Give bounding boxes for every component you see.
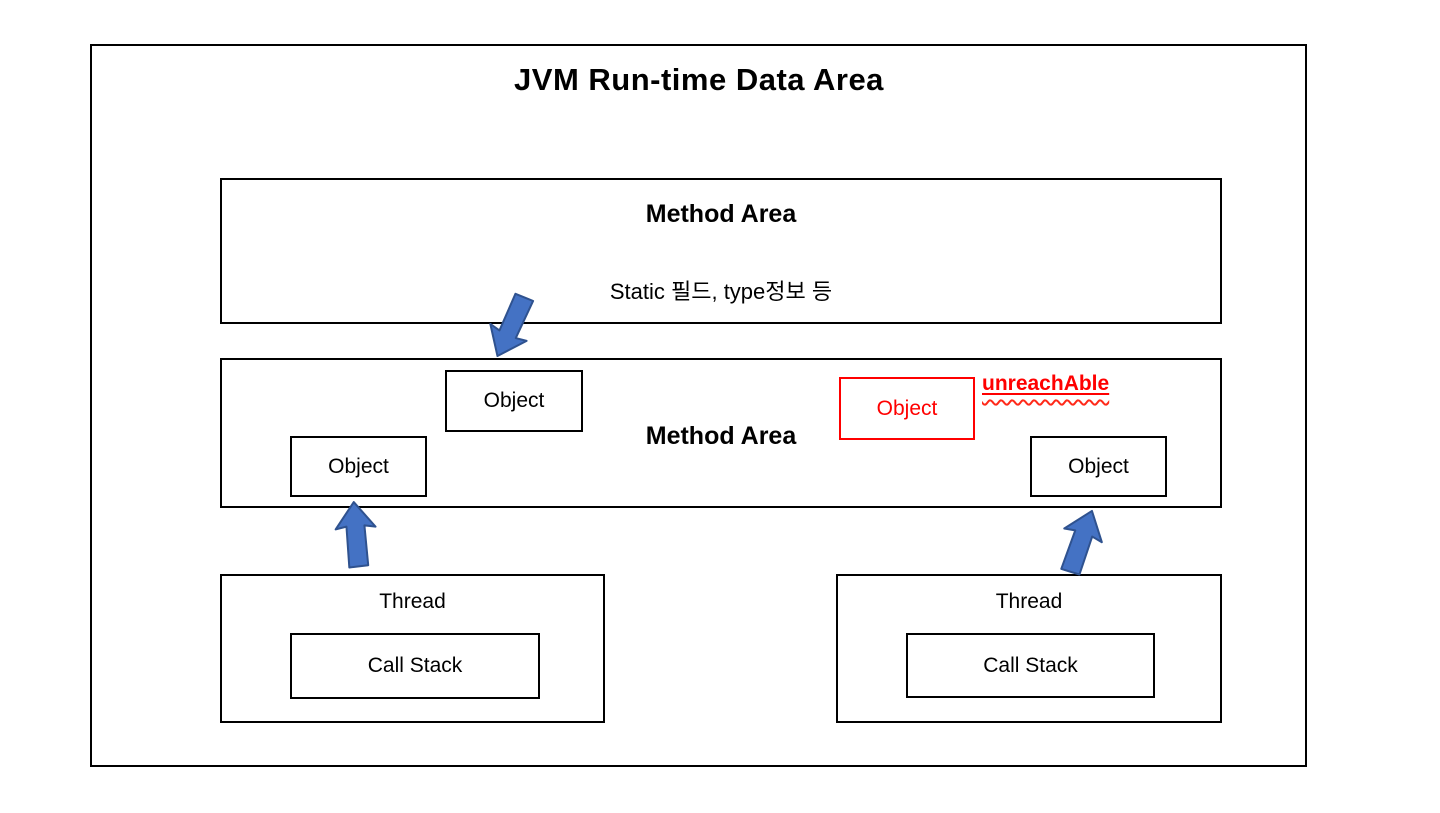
object-box-top-label: Object xyxy=(483,389,545,412)
object-box-left: Object xyxy=(290,436,427,497)
down-arrow-icon xyxy=(477,287,546,367)
up-arrow-left-icon xyxy=(332,499,381,570)
thread-box-left: Thread Call Stack xyxy=(220,574,605,723)
call-stack-left-label: Call Stack xyxy=(367,654,463,677)
object-box-left-label: Object xyxy=(328,454,389,478)
method-area-label: Method Area xyxy=(645,200,797,228)
heap-area-box: Method Area Object Object Object Object … xyxy=(220,358,1222,508)
call-stack-right-label: Call Stack xyxy=(983,653,1078,677)
object-box-right: Object xyxy=(1030,436,1167,497)
object-box-unreachable-label: Object xyxy=(876,396,938,420)
unreachable-annotation-text: unreachAble xyxy=(982,372,1110,395)
thread-box-right: Thread Call Stack xyxy=(836,574,1222,723)
up-arrow-right-icon xyxy=(1049,502,1114,581)
diagram-title: JVM Run-time Data Area xyxy=(514,62,884,97)
method-area-box: Method Area Static 필드, type정보 등 xyxy=(220,178,1222,324)
heap-area-label: Method Area xyxy=(645,422,797,450)
unreachable-annotation: unreachAble xyxy=(982,372,1109,396)
thread-right-label: Thread xyxy=(995,590,1063,613)
method-area-note: Static 필드, type정보 등 xyxy=(609,279,833,304)
thread-left-label: Thread xyxy=(379,590,446,613)
call-stack-box-left: Call Stack xyxy=(290,633,540,699)
call-stack-box-right: Call Stack xyxy=(906,633,1155,698)
object-box-unreachable: Object xyxy=(839,377,975,440)
object-box-top: Object xyxy=(445,370,583,432)
object-box-right-label: Object xyxy=(1068,454,1129,478)
